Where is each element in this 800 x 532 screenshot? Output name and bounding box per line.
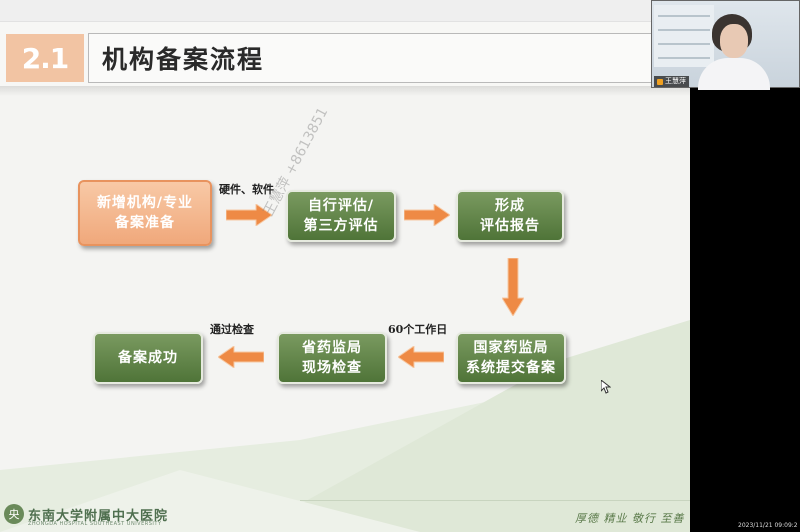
participant-icon [657,78,663,85]
top-strip [0,0,800,22]
section-number-badge: 2.1 [6,34,84,82]
title-divider [0,86,690,96]
label-60-working-days: 60个工作日 [388,323,448,336]
flow-step-label: 自行评估/ 第三方评估 [303,198,379,234]
title-frame [88,33,690,83]
flow-step-submit: 国家药监局 系统提交备案 [456,332,566,384]
slide: 2.1 机构备案流程 新增机构/专业 备案准备 自行评估/ 第三方评估 形成 评… [0,0,690,532]
hospital-name: 东南大学附属中大医院 [28,509,169,524]
flow-step-label: 国家药监局 系统提交备案 [466,340,556,376]
timestamp: 2023/11/21 09:09:2 [738,522,798,529]
flow-step-preparation: 新增机构/专业 备案准备 [78,180,212,246]
arrow-left-icon [398,346,444,368]
footer-divider [300,500,690,501]
label-hardware-software: 硬件、软件 [219,183,274,196]
flow-step-report: 形成 评估报告 [456,190,564,242]
mouse-cursor-icon [601,380,611,394]
webcam-person-face [720,24,748,58]
arrow-right-icon [226,204,272,226]
flow-step-self-evaluation: 自行评估/ 第三方评估 [286,190,396,242]
hospital-logo-icon: 央 [4,504,24,524]
flow-step-label: 形成 评估报告 [480,198,540,234]
flow-step-label: 备案成功 [118,350,178,366]
webcam-background [654,5,714,67]
participant-name: 王慧萍 [665,77,686,85]
arrow-left-icon [218,346,264,368]
arrow-down-icon [502,258,524,316]
arrow-right-icon [404,204,450,226]
flow-step-label: 新增机构/专业 备案准备 [96,195,194,231]
flow-step-inspection: 省药监局 现场检查 [277,332,387,384]
webcam-name-tag: 王慧萍 [654,76,689,87]
hospital-name-english: ZHONGDA HOSPITAL SOUTHEAST UNIVERSITY [28,521,162,527]
page-title: 机构备案流程 [102,45,265,74]
label-pass-inspection: 通过检查 [210,323,254,336]
slide-background-shapes [0,320,690,532]
flow-step-success: 备案成功 [93,332,203,384]
webcam-person-body [698,58,770,90]
hospital-motto: 厚德 精业 敬行 至善 [575,512,685,525]
flow-step-label: 省药监局 现场检查 [302,340,362,376]
